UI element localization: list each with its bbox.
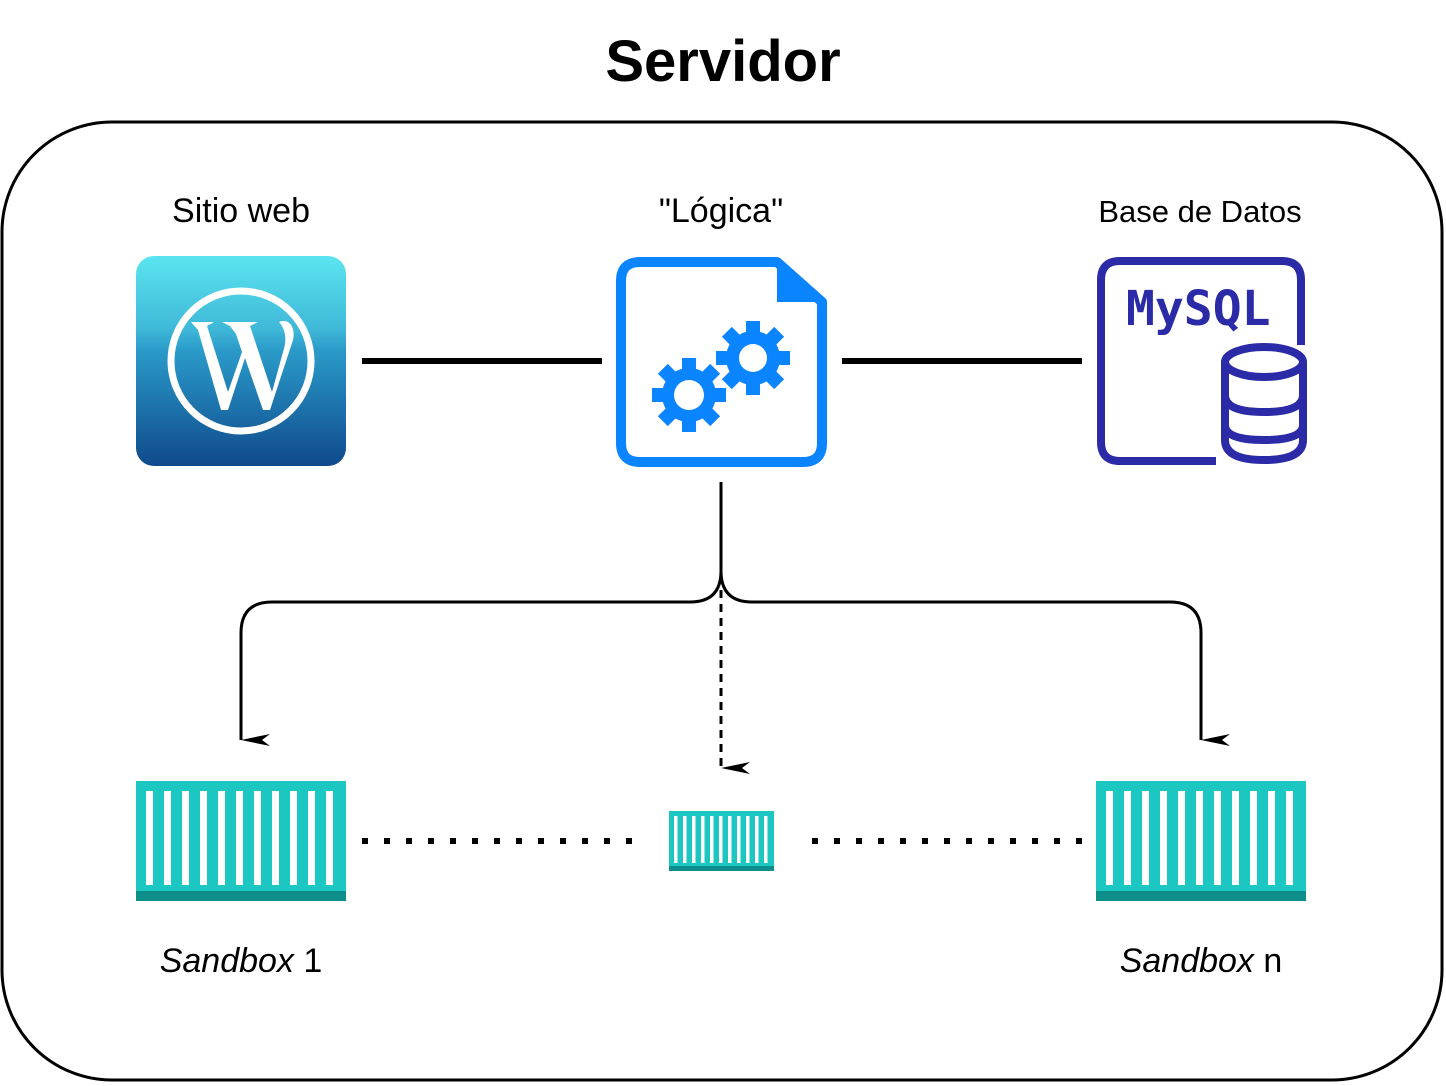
mysql-logo-text: MySQL [1126,281,1271,337]
label-sandbox-1-italic: Sandbox [159,942,294,980]
label-sandbox-1-suffix: 1 [293,942,323,980]
wordpress-icon [136,256,346,466]
label-database: Base de Datos [1098,194,1302,229]
arrow-logic-to-sandbox-1 [239,482,723,746]
container-icon-sandbox-middle [669,811,774,871]
label-sandbox-n-suffix: n [1253,942,1283,980]
label-logic: "Lógica" [658,192,784,230]
mysql-database-icon: MySQL [1097,257,1307,465]
diagram-title: Servidor [605,29,841,94]
label-sandbox-1: Sandbox 1 [101,942,381,981]
container-icon-sandbox-1 [136,781,346,901]
server-boundary [0,120,1444,1082]
settings-document-icon [616,257,827,467]
arrow-logic-to-sandbox-n [719,570,1230,746]
container-icon-sandbox-n [1096,781,1306,901]
label-sandbox-n-italic: Sandbox [1119,942,1254,980]
label-sandbox-n: Sandbox n [1061,942,1341,981]
label-website: Sitio web [172,192,310,230]
